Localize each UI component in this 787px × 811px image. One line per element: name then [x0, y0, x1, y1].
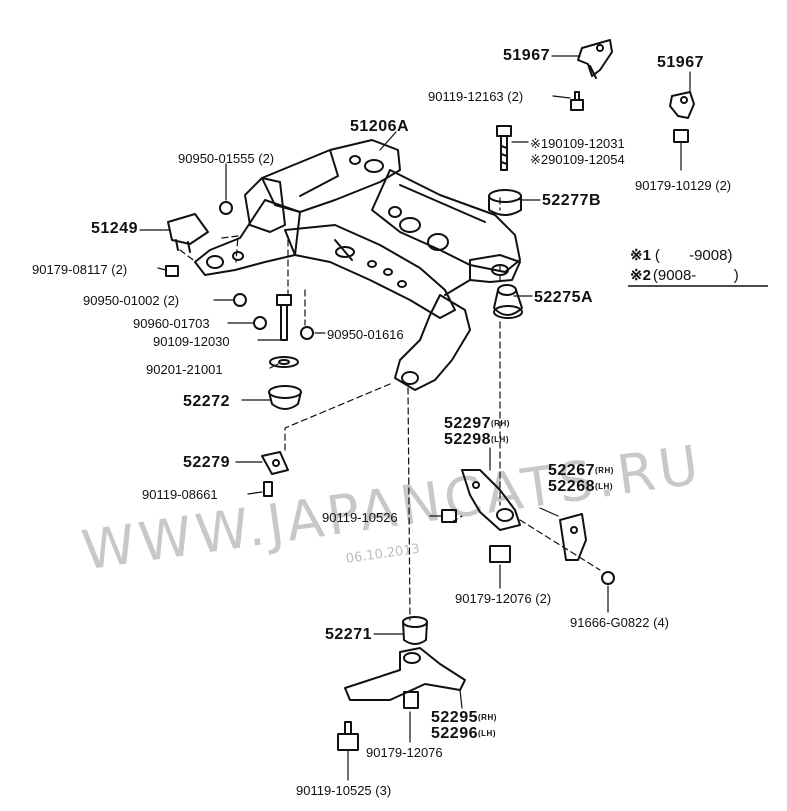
label-90179-10129: 90179-10129 (2): [635, 178, 732, 193]
bushing-52277b: [488, 189, 522, 216]
note-1-range: ( -9008): [654, 247, 733, 264]
label-52267: 52267(RH): [548, 462, 614, 480]
label-52295-number: 52295: [431, 709, 478, 726]
support-52295: [344, 647, 466, 701]
label-52268-number: 52268: [548, 478, 595, 495]
nut-90950-01616: [300, 326, 314, 340]
label-91666-g0822: 91666-G0822 (4): [570, 615, 670, 630]
subframe-51206a: [194, 139, 521, 391]
label-90119-12163: 90119-12163 (2): [428, 89, 524, 104]
label-90179-08117: 90179-08117 (2): [32, 262, 128, 277]
label-90950-01555: 90950-01555 (2): [178, 151, 275, 166]
label-52295: 52295(RH): [431, 709, 497, 727]
stopper-51249: [167, 213, 209, 253]
label-90119-08661: 90119-08661: [142, 487, 218, 502]
label-52297-rh: (RH): [491, 419, 510, 428]
label-52296-lh: (LH): [478, 729, 496, 738]
label-52272: 52272: [183, 393, 230, 410]
label-90119-10526: 90119-10526: [322, 510, 398, 525]
label-51967-b: 51967: [657, 54, 704, 71]
label-52277b: 52277B: [542, 192, 602, 209]
bracket-52267: [559, 513, 587, 561]
label-52267-rh: (RH): [595, 466, 614, 475]
label-90179-12076: 90179-12076: [366, 745, 443, 760]
nut-90179-12076-2: [489, 545, 511, 563]
label-90950-01002: 90950-01002 (2): [83, 293, 180, 308]
bolt-90119-08661: [263, 481, 273, 497]
label-51249: 51249: [91, 220, 138, 237]
label-90109-12030: 90109-12030: [153, 334, 230, 349]
bushing-52272: [268, 385, 302, 410]
label-290109-12054: ※290109-12054: [530, 152, 625, 167]
label-90960-01703: 90960-01703: [133, 316, 210, 331]
dashed-lines: [179, 197, 601, 621]
bolt-90119-10525: [337, 721, 359, 751]
label-52296: 52296(LH): [431, 725, 496, 743]
bolt-90119-12163: [570, 91, 584, 111]
label-52275a: 52275A: [534, 289, 594, 306]
label-90119-10525: 90119-10525 (3): [296, 783, 392, 798]
label-52297-number: 52297: [444, 415, 491, 432]
label-190109-12031: ※190109-12031: [530, 136, 625, 151]
note-1: ※1( -9008): [630, 246, 732, 264]
label-52298-lh: (LH): [491, 435, 509, 444]
note-2: ※2(9008- ): [630, 266, 739, 284]
label-52268: 52268(LH): [548, 478, 613, 496]
bolt-90109-12030: [276, 294, 292, 341]
bracket-51967-b: [669, 91, 695, 119]
nut-90179-10129: [673, 129, 689, 143]
label-90950-01616: 90950-01616: [327, 327, 404, 342]
bolt-90109: [496, 125, 512, 171]
washer-90201-21001: [269, 356, 299, 368]
nut-90950-01002: [233, 293, 247, 307]
label-52298: 52298(LH): [444, 431, 509, 449]
note-2-mark: ※2: [630, 267, 651, 284]
label-52279: 52279: [183, 454, 230, 471]
bushing-52271: [402, 616, 428, 645]
leader-lines: [139, 55, 691, 781]
nut-90960-01703: [253, 316, 267, 330]
bracket-51967-a: [577, 39, 613, 79]
label-51206a: 51206A: [350, 118, 410, 135]
label-52271: 52271: [325, 626, 372, 643]
label-90201-21001: 90201-21001: [146, 362, 223, 377]
label-52295-rh: (RH): [478, 713, 497, 722]
label-52296-number: 52296: [431, 725, 478, 742]
label-52297: 52297(RH): [444, 415, 510, 433]
bolt-90119-10526: [441, 509, 457, 523]
label-90179-12076-2: 90179-12076 (2): [455, 591, 552, 606]
bracket-52279: [261, 451, 289, 475]
label-51967-a: 51967: [503, 47, 550, 64]
label-52267-number: 52267: [548, 462, 595, 479]
nut-90179-08117: [165, 265, 179, 277]
note-1-mark: ※1: [630, 247, 651, 264]
nut-90950-01555: [219, 201, 233, 215]
label-52298-number: 52298: [444, 431, 491, 448]
bushing-52275a: [493, 284, 523, 319]
note-2-range: (9008- ): [652, 267, 739, 284]
label-52268-lh: (LH): [595, 482, 613, 491]
arm-52297: [461, 469, 521, 531]
bolt-91666: [601, 571, 615, 585]
nut-90179-12076: [403, 691, 419, 709]
